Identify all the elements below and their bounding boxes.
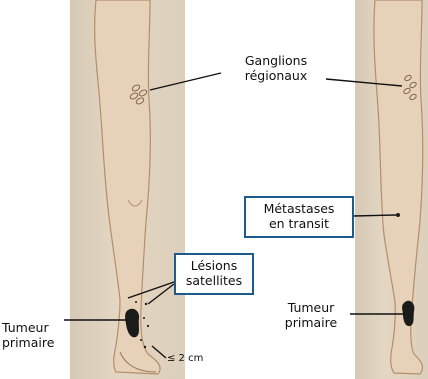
label-ganglions-regionaux: Ganglions régionaux [228, 53, 324, 83]
label-lesions-line2: satellites [180, 273, 248, 288]
label-metastases-line2: en transit [250, 216, 348, 231]
label-tumeur-left-line1: Tumeur [2, 320, 68, 335]
leader-size [152, 346, 166, 358]
label-metastases-line1: Métastases [250, 201, 348, 216]
label-lesions-line1: Lésions [180, 258, 248, 273]
box-lesions-satellites: Lésions satellites [174, 253, 254, 295]
label-size-2cm: ≤ 2 cm [167, 351, 203, 366]
label-tumeur-primaire-left: Tumeur primaire [2, 320, 68, 350]
label-ganglions-line1: Ganglions [228, 53, 324, 68]
leader-metastases [354, 215, 396, 216]
label-tumeur-primaire-right: Tumeur primaire [272, 300, 350, 330]
right-leg-drawing [374, 0, 423, 374]
box-metastases-en-transit: Métastases en transit [244, 196, 354, 238]
label-ganglions-line2: régionaux [228, 68, 324, 83]
label-tumeur-right-line1: Tumeur [272, 300, 350, 315]
in-transit-metastasis [396, 213, 400, 217]
label-tumeur-right-line2: primaire [272, 315, 350, 330]
label-tumeur-left-line2: primaire [2, 335, 68, 350]
leader-ganglions-left [150, 73, 221, 90]
